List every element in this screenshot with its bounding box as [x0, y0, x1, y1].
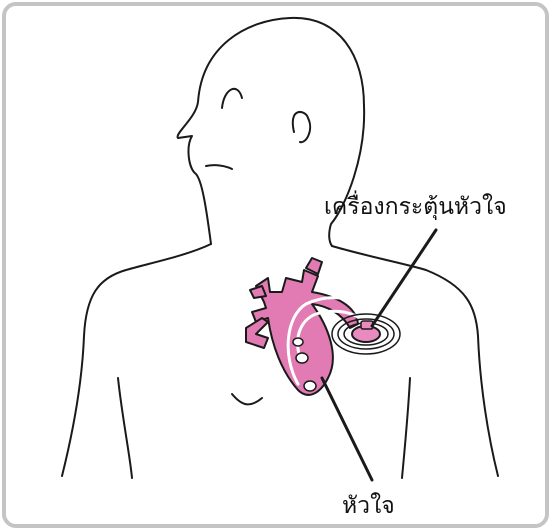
pacemaker-device — [332, 314, 400, 354]
heart — [246, 258, 372, 395]
mouth — [206, 165, 232, 169]
chest-line — [232, 394, 262, 404]
shoulder-left — [62, 244, 211, 476]
heart-leader-line — [322, 378, 372, 480]
eye — [222, 89, 242, 108]
heart-left-vessels — [246, 318, 268, 348]
diagram-illustration — [6, 6, 549, 528]
lead-tip-upper — [296, 353, 308, 363]
arm-crease-left — [118, 378, 132, 478]
shoulder-right — [332, 246, 498, 476]
heart-label: หัวใจ — [342, 488, 395, 524]
heart-body — [252, 270, 358, 395]
lead-tip-middle — [293, 338, 303, 346]
pacemaker-label: เครื่องกระตุ้นหัวใจ — [324, 189, 507, 225]
ear — [293, 112, 310, 142]
arm-crease-right — [402, 378, 410, 478]
pacemaker-leader-line — [372, 230, 436, 326]
lead-tip-lower — [304, 381, 316, 391]
